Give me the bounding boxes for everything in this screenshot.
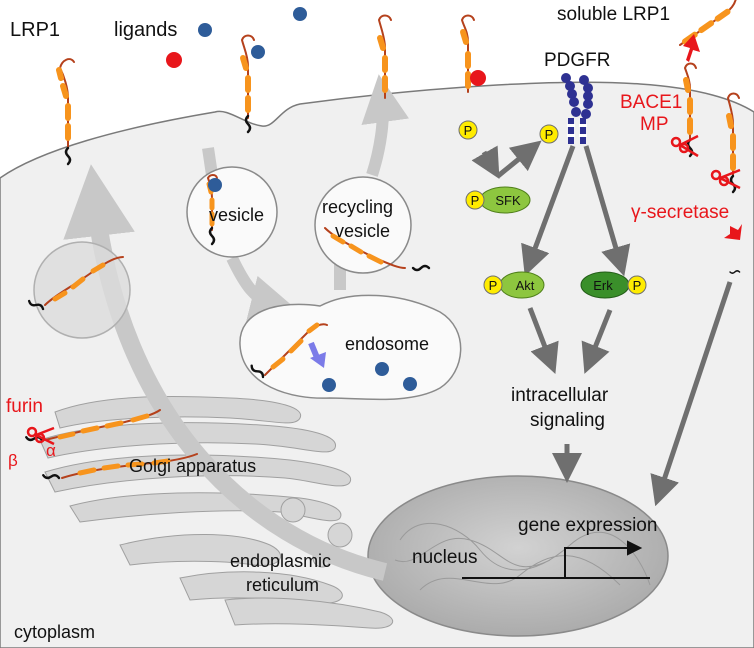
recycling-vesicle xyxy=(314,176,412,274)
ligand-blue xyxy=(322,378,336,392)
red-arrows xyxy=(683,34,742,240)
scissors-icon xyxy=(26,426,55,446)
lrp1-receptors xyxy=(24,0,741,482)
lrp1-label: LRP1 xyxy=(10,19,60,41)
svg-text:Erk: Erk xyxy=(593,278,613,293)
mp-label: MP xyxy=(640,114,669,135)
gamma-secretase-label: γ-secretase xyxy=(631,202,729,223)
transport-vesicle-left xyxy=(33,241,131,339)
recycling-to-membrane-arrow xyxy=(361,74,410,177)
ligand-blue xyxy=(251,45,265,59)
scissors-icon xyxy=(710,168,741,190)
intracellular-signaling-label-2: signaling xyxy=(530,410,605,431)
svg-text:P: P xyxy=(471,193,480,208)
recycling-vesicle-label-1: recycling xyxy=(322,197,393,217)
vesicle-to-endosome-arrow xyxy=(226,255,299,323)
golgi-label: Golgi apparatus xyxy=(129,456,256,476)
soluble-lrp1-label: soluble LRP1 xyxy=(557,4,670,25)
ligand-blue xyxy=(208,178,222,192)
er-label-2: reticulum xyxy=(246,575,319,595)
pdgfr-receptor xyxy=(561,73,593,144)
nucleus-label: nucleus xyxy=(412,547,478,568)
ligand-blue xyxy=(375,362,389,376)
akt-kinase: Akt P xyxy=(483,271,545,299)
svg-text:SFK: SFK xyxy=(495,193,521,208)
svg-text:Akt: Akt xyxy=(516,278,535,293)
endosome-label: endosome xyxy=(345,334,429,354)
pdgfr-label: PDGFR xyxy=(544,50,611,71)
cytoplasm-label: cytoplasm xyxy=(14,622,95,642)
ligand-blue xyxy=(198,23,212,37)
ligand-blue xyxy=(403,377,417,391)
intracellular-signaling-label-1: intracellular xyxy=(511,385,609,406)
ligands xyxy=(166,7,486,392)
ligands-label: ligands xyxy=(114,19,177,41)
furin-label: furin xyxy=(6,396,43,417)
ligand-red xyxy=(470,70,486,86)
endocytosis-arrow xyxy=(202,147,218,176)
erk-kinase: Erk P xyxy=(580,271,647,299)
vesicle-label: vesicle xyxy=(209,205,264,225)
scissors-icon xyxy=(670,134,699,158)
gene-promoter-arrow xyxy=(462,540,650,579)
sfk-kinase: SFK P xyxy=(465,186,531,214)
golgi-apparatus xyxy=(39,395,393,629)
ligand-red xyxy=(166,52,182,68)
gene-expression-label: gene expression xyxy=(518,515,657,536)
phospho-p-pdgfr: P xyxy=(539,124,559,144)
svg-text:P: P xyxy=(545,127,554,142)
svg-text:P: P xyxy=(633,278,642,293)
svg-text:P: P xyxy=(489,278,498,293)
endosome xyxy=(239,294,462,401)
beta-label: β xyxy=(8,451,18,470)
phospho-p-lrp1: P xyxy=(458,120,478,140)
signaling-arrows xyxy=(471,140,733,507)
ligand-blue xyxy=(293,7,307,21)
recycling-vesicle-label-2: vesicle xyxy=(335,221,390,241)
alpha-label: α xyxy=(46,441,56,460)
svg-text:P: P xyxy=(464,123,473,138)
nucleus xyxy=(367,475,669,637)
er-label-1: endoplasmic xyxy=(230,551,331,571)
bace1-label: BACE1 xyxy=(620,92,682,113)
